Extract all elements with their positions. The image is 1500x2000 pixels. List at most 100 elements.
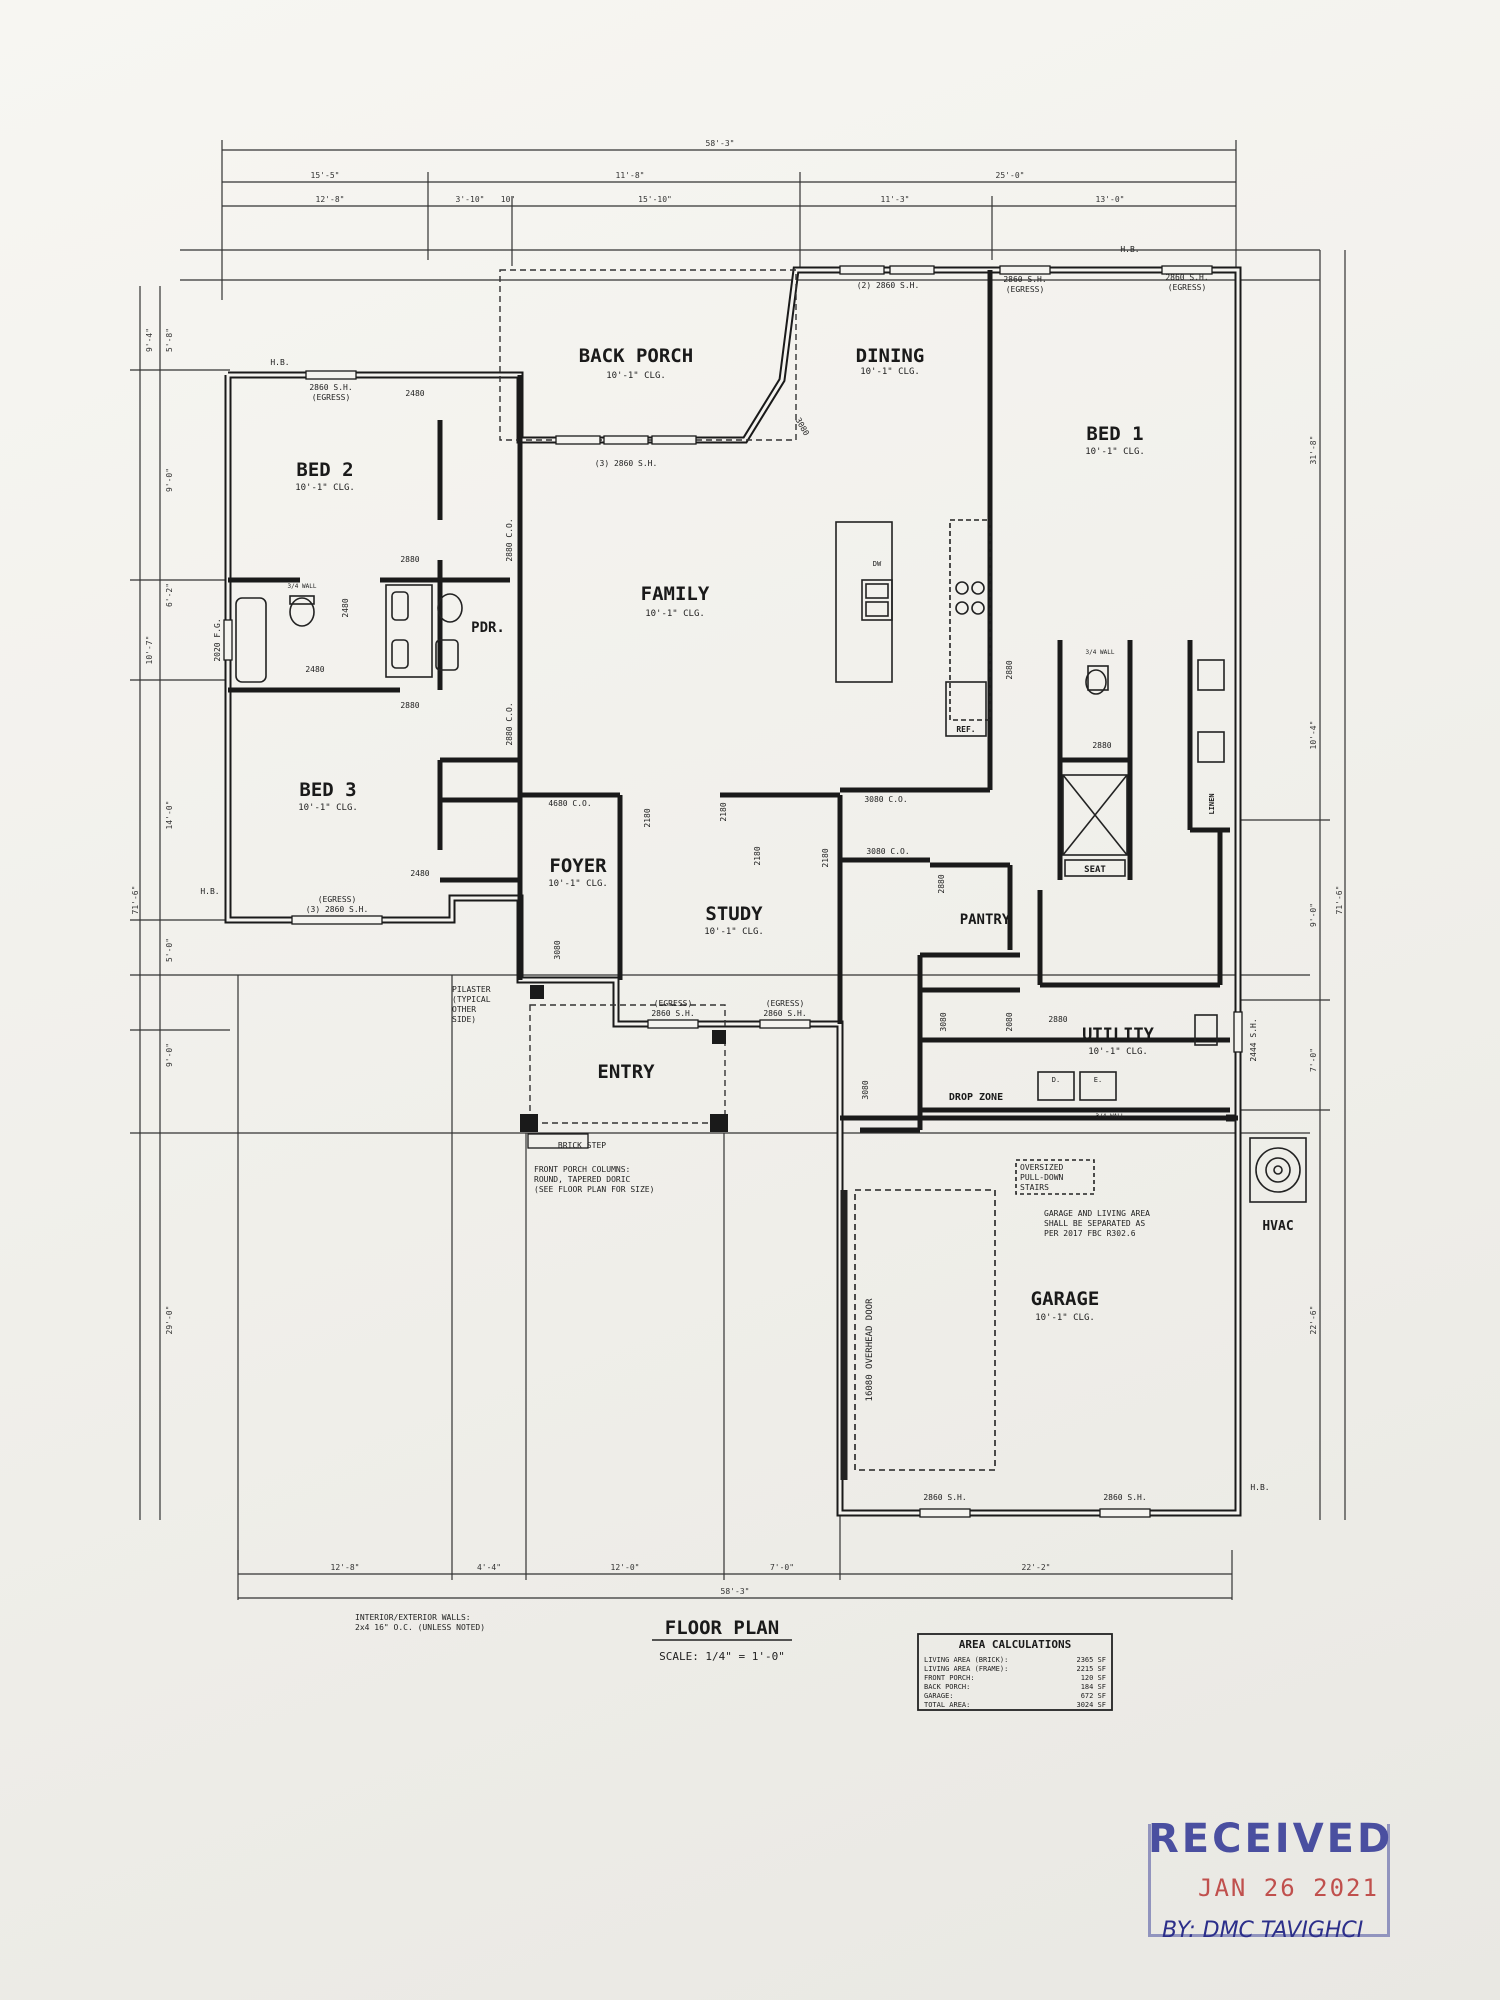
dim-top-d: 12'-8" [316, 195, 345, 204]
room-entry: ENTRY [597, 1061, 655, 1083]
dim-left-b: 5'-8" [165, 328, 174, 352]
window-utility: 2444 S.H. [1249, 1018, 1258, 1061]
window-garage-b: 2860 S.H. [1103, 1493, 1146, 1502]
room-ref: REF. [956, 725, 975, 734]
room-study: STUDY [705, 903, 763, 925]
door-co-4680: 4680 C.O. [548, 799, 591, 808]
door-2480-c: 2480 [305, 665, 324, 674]
washer-label: E. [1094, 1076, 1102, 1084]
room-drop-zone: DROP ZONE [949, 1092, 1003, 1103]
stairs-note-3: STAIRS [1020, 1183, 1049, 1192]
hose-bib-left: H.B. [200, 887, 219, 896]
dim-bot-a: 12'-8" [331, 1563, 360, 1572]
dryer-label: D. [1052, 1076, 1060, 1084]
clg-study: 10'-1" CLG. [704, 927, 764, 937]
dim-right-e: 22'-6" [1309, 1306, 1318, 1335]
windows [223, 265, 1243, 1518]
window-bed1-b: 2860 S.H. [1165, 273, 1208, 282]
window-study-egress-b: (EGRESS) [766, 999, 805, 1008]
walls-note-1: INTERIOR/EXTERIOR WALLS: [355, 1613, 471, 1622]
clg-dining: 10'-1" CLG. [860, 367, 920, 377]
door-co-2880-b: 2880 C.O. [505, 702, 514, 745]
window-bed3: (3) 2860 S.H. [306, 905, 369, 914]
door-2180-d: 2180 [821, 848, 830, 867]
door-2880-a: 2880 [400, 555, 419, 564]
window-bed1-b-egress: (EGRESS) [1168, 283, 1207, 292]
brick-step-label: BRICK STEP [558, 1141, 606, 1150]
dim-left-e: 10'-7" [145, 636, 154, 665]
door-3080-c: 3080 [939, 1012, 948, 1031]
room-bed1: BED 1 [1086, 423, 1143, 445]
dim-top-b: 11'-8" [616, 171, 645, 180]
window-back-porch: (3) 2860 S.H. [595, 459, 658, 468]
door-2480-a: 2480 [405, 389, 424, 398]
kitchen [835, 519, 991, 737]
pilaster-note-line: (TYPICAL [452, 995, 491, 1004]
room-dining: DINING [856, 345, 925, 367]
garage [840, 1159, 1095, 1480]
stamp-heading: RECEIVED [1148, 1816, 1394, 1862]
door-2880-e: 2880 [937, 874, 946, 893]
room-family: FAMILY [641, 583, 710, 605]
pilaster-note-line: SIDE) [452, 1015, 476, 1024]
area-row-value: 120 SF [1081, 1674, 1106, 1682]
dim-bot-e: 22'-2" [1022, 1563, 1051, 1572]
dim-left-a: 9'-4" [145, 328, 154, 352]
wall-note-bath1: 3/4 WALL [1086, 649, 1115, 656]
area-row-value: 184 SF [1081, 1683, 1106, 1691]
dim-left-d: 6'-2" [165, 583, 174, 607]
room-utility: UTILITY [1082, 1025, 1154, 1045]
dim-bot-overall: 58'-3" [721, 1587, 750, 1596]
door-2880-f: 2880 [1048, 1015, 1067, 1024]
stamp-border [1148, 1824, 1390, 1937]
dim-bot-c: 12'-0" [611, 1563, 640, 1572]
clg-garage: 10'-1" CLG. [1035, 1313, 1095, 1323]
room-pantry: PANTRY [960, 912, 1011, 928]
received-stamp: RECEIVED JAN 26 2021 BY: DMC TAVIGHCI [1148, 1816, 1394, 1944]
door-co-3080-a: 3080 C.O. [864, 795, 907, 804]
dim-top-f: 10" [501, 195, 515, 204]
porch-columns-note-2: ROUND, TAPERED DORIC [534, 1175, 631, 1184]
window-study-egress-a: (EGRESS) [654, 999, 693, 1008]
area-row-value: 2215 SF [1076, 1665, 1106, 1673]
hvac-unit [1249, 1137, 1307, 1203]
room-bed3: BED 3 [299, 779, 356, 801]
dim-left-h: 9'-0" [165, 1043, 174, 1067]
area-calculations: AREA CALCULATIONS LIVING AREA (BRICK):23… [917, 1633, 1113, 1711]
entry-porch-outline [529, 1004, 726, 1124]
clg-bed3: 10'-1" CLG. [298, 803, 358, 813]
room-garage: GARAGE [1031, 1288, 1100, 1310]
area-row-label: LIVING AREA (FRAME): [924, 1665, 1008, 1673]
dim-right-b: 10'-4" [1309, 721, 1318, 750]
window-bed1-a-egress: (EGRESS) [1006, 285, 1045, 294]
dim-top-h: 11'-3" [881, 195, 910, 204]
clg-bed2: 10'-1" CLG. [295, 483, 355, 493]
bath-fixtures [235, 584, 1225, 1101]
dim-right-a: 31'-8" [1309, 436, 1318, 465]
dim-top-a: 15'-5" [311, 171, 340, 180]
door-2180-c: 2180 [753, 846, 762, 865]
clg-foyer: 10'-1" CLG. [548, 879, 608, 889]
dim-top-e: 3'-10" [456, 195, 485, 204]
dim-left-g: 5'-0" [165, 938, 174, 962]
door-2480-d: 2480 [410, 869, 429, 878]
dim-right-d: 7'-0" [1309, 1048, 1318, 1072]
room-linen: LINEN [1208, 793, 1216, 814]
separation-note-1: GARAGE AND LIVING AREA [1044, 1209, 1150, 1218]
separation-note-2: SHALL BE SEPARATED AS [1044, 1219, 1145, 1228]
door-3080-b: 3080 [553, 940, 562, 959]
area-row-value: 2365 SF [1076, 1656, 1106, 1664]
clg-back-porch: 10'-1" CLG. [606, 371, 666, 381]
area-row-label: GARAGE: [924, 1692, 954, 1700]
stamp-received-by: BY: DMC TAVIGHCI [1162, 1918, 1364, 1943]
dim-right-c: 9'-0" [1309, 903, 1318, 927]
dimension-lines [130, 140, 1346, 1600]
interior-walls [228, 270, 1238, 1133]
dim-top-overall: 58'-3" [706, 139, 735, 148]
hose-bib-garage: H.B. [1250, 1483, 1269, 1492]
door-2880-c: 2880 [1005, 660, 1014, 679]
window-dining: (2) 2860 S.H. [857, 281, 920, 290]
